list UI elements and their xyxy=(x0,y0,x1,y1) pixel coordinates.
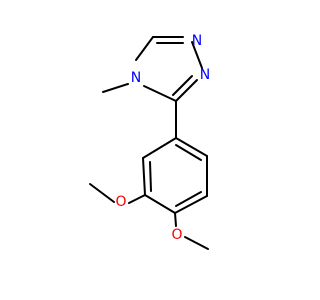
bond-ar-4-5-double xyxy=(175,191,202,207)
bond-ar3-o-meta xyxy=(128,194,146,204)
bond-c5-n4 xyxy=(135,36,154,61)
atom-o-meta: O xyxy=(115,194,126,210)
atom-o-para: O xyxy=(171,227,182,243)
bond-ar-2-3 xyxy=(142,157,146,196)
bond-ar-4-5 xyxy=(174,195,208,214)
molecule-canvas: N N N O O xyxy=(89,33,211,250)
bond-n4-methyl xyxy=(102,83,129,93)
bond-ar-1-2 xyxy=(142,137,177,159)
structure-diagram: N N N O O xyxy=(89,33,210,250)
bond-n2-c3-double xyxy=(172,75,193,96)
bond-o-meta-methyl xyxy=(89,183,115,203)
bond-ar-6-1-double xyxy=(175,144,202,161)
bond-ar-3-4 xyxy=(144,194,176,214)
bond-c3-n4 xyxy=(143,85,177,102)
bond-o-para-methyl xyxy=(184,236,209,250)
bond-ar-2-3-double xyxy=(149,161,152,192)
bond-ar4-o-para xyxy=(174,212,177,227)
bond-n2-c3 xyxy=(175,79,198,102)
bond-ar-6-1 xyxy=(175,137,208,157)
atom-n4: N xyxy=(131,70,141,86)
bond-n1-n2 xyxy=(191,41,203,69)
atom-n1: N xyxy=(192,33,202,49)
atom-n2: N xyxy=(200,67,210,83)
